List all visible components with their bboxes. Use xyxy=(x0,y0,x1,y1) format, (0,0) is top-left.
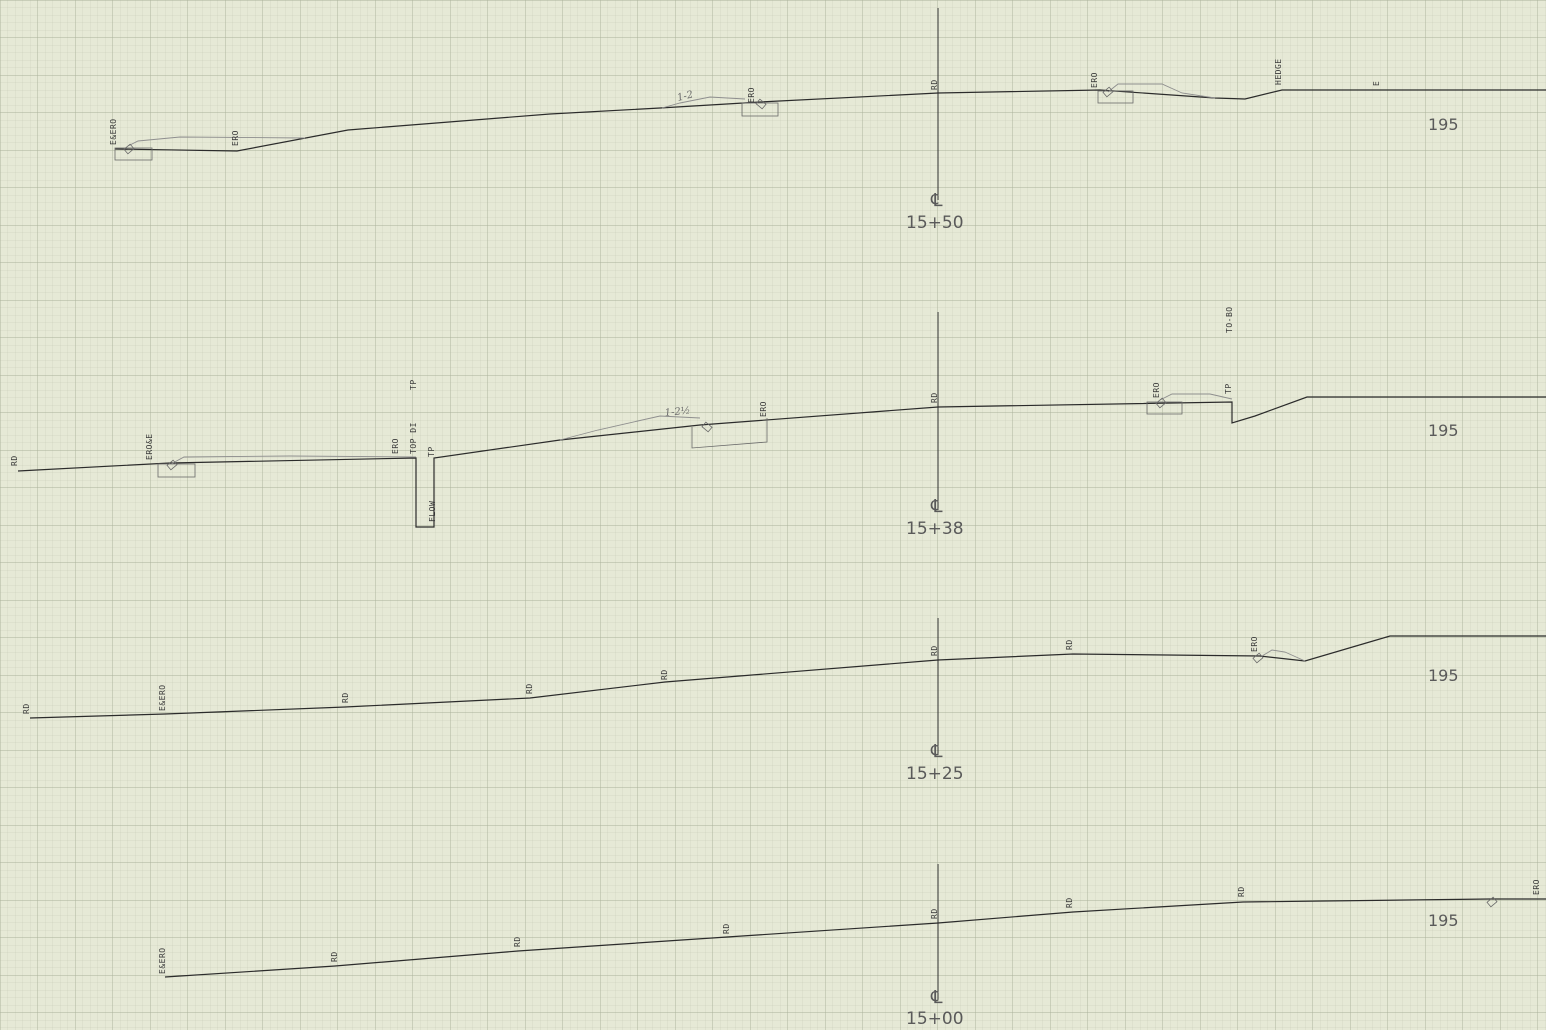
erosion-marker xyxy=(755,98,767,110)
point-label: RD xyxy=(22,703,31,714)
slope-note: 1-2 xyxy=(676,89,694,104)
centerline-symbol: ℄ xyxy=(930,496,943,517)
point-label: E&ERO xyxy=(158,947,167,974)
elevation-label: 195 xyxy=(1428,911,1459,930)
point-label: ERO xyxy=(1152,382,1161,398)
point-label: ERO xyxy=(231,130,240,146)
erosion-box xyxy=(691,418,768,449)
point-label: ERO xyxy=(747,87,756,103)
point-label: TO-BO xyxy=(1225,306,1234,333)
proposed-line-15-50c xyxy=(1107,83,1216,99)
erosion-marker xyxy=(1486,896,1498,908)
station-label: 15+00 xyxy=(906,1009,964,1029)
point-label: ERO xyxy=(391,438,400,454)
erosion-marker xyxy=(123,143,135,155)
point-label: TP xyxy=(409,379,418,390)
point-label: HEDGE xyxy=(1274,58,1283,85)
erosion-marker xyxy=(166,459,178,471)
ground-line-15-00 xyxy=(164,898,1546,978)
erosion-box xyxy=(741,102,779,117)
section-15-00: E&ERO RD RD RD RD RD RD ERO 195 ℄ 15+00 xyxy=(158,864,1546,1029)
ground-line-15-50 xyxy=(114,89,1546,152)
erosion-marker xyxy=(1102,86,1114,98)
ground-line-15-25 xyxy=(29,635,1546,719)
station-label: 15+25 xyxy=(906,764,964,784)
erosion-marker xyxy=(1155,397,1167,409)
point-label: E&ERO xyxy=(109,118,118,145)
point-label: E&ERO xyxy=(158,684,167,711)
point-label: FLOW xyxy=(428,501,437,522)
proposed-line-15-25 xyxy=(1261,649,1306,662)
elevation-label: 195 xyxy=(1428,115,1459,134)
erosion-marker xyxy=(1252,652,1264,664)
erosion-box xyxy=(1146,401,1183,415)
point-label: E xyxy=(1372,81,1381,86)
station-label: 15+38 xyxy=(906,519,964,539)
erosion-marker xyxy=(701,421,713,433)
point-label: RD xyxy=(10,455,19,466)
point-label: TOP DI xyxy=(409,422,418,454)
section-15-25: RD E&ERO RD RD RD RD RD ERO 195 ℄ 15+25 xyxy=(22,618,1546,784)
point-label: RD xyxy=(513,936,522,947)
section-15-50: E&ERO ERO ERO RD ERO HEDGE E 1-2 195 ℄ 1… xyxy=(109,8,1546,233)
proposed-line-15-38b xyxy=(559,415,701,441)
centerline-symbol: ℄ xyxy=(930,987,943,1008)
centerline-symbol: ℄ xyxy=(930,190,943,211)
point-label: RD xyxy=(1237,886,1246,897)
proposed-line-15-50 xyxy=(127,136,306,147)
point-label: ERO xyxy=(1090,72,1099,88)
section-15-38: RD ERO&E ERO TOP DI TP TP FLOW ERO RD ER… xyxy=(10,306,1546,539)
point-label: RD xyxy=(1065,639,1074,650)
point-label: RD xyxy=(930,645,939,656)
point-label: RD xyxy=(722,923,731,934)
proposed-line-15-38 xyxy=(170,455,417,465)
point-label: RD xyxy=(930,908,939,919)
point-label: ERO xyxy=(759,401,768,417)
erosion-box xyxy=(1097,90,1134,104)
centerline-symbol: ℄ xyxy=(930,741,943,762)
station-label: 15+50 xyxy=(906,213,964,233)
point-label: RD xyxy=(930,392,939,403)
point-label: RD xyxy=(525,683,534,694)
proposed-line-15-50b xyxy=(661,96,746,109)
point-label: ERO&E xyxy=(145,433,154,460)
point-label: TP xyxy=(1224,383,1233,394)
proposed-line-15-38c xyxy=(1159,393,1233,401)
point-label: ERO xyxy=(1250,636,1259,652)
point-label: RD xyxy=(1065,897,1074,908)
point-label: RD xyxy=(660,669,669,680)
point-label: TP xyxy=(427,446,436,457)
elevation-label: 195 xyxy=(1428,421,1459,440)
slope-note: 1-2½ xyxy=(664,405,691,419)
point-label: RD xyxy=(330,951,339,962)
point-label: RD xyxy=(341,692,350,703)
point-label: RD xyxy=(930,79,939,90)
elevation-label: 195 xyxy=(1428,666,1459,685)
ground-line-15-38 xyxy=(17,396,1546,528)
point-label: ERO xyxy=(1532,879,1541,895)
